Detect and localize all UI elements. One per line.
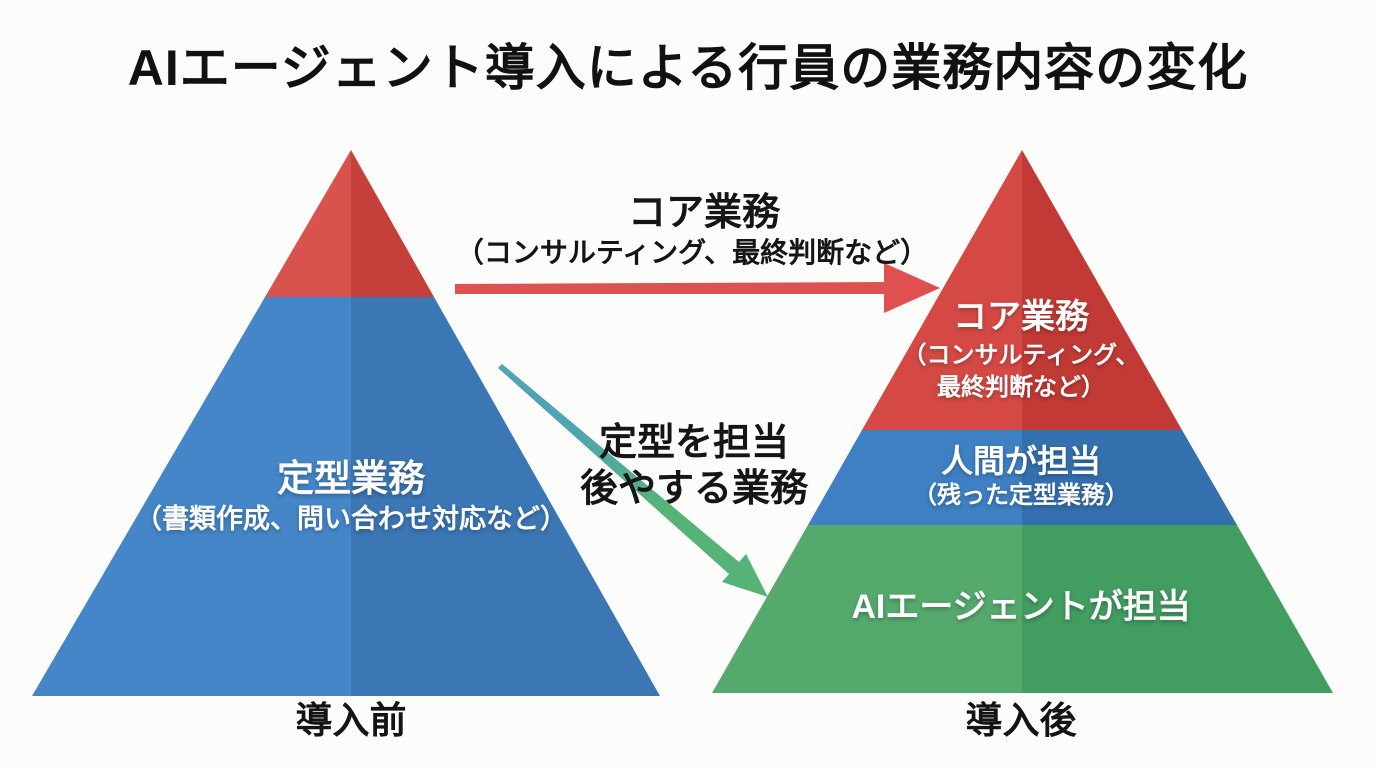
before-routine-sublabel: （書類作成、問い合わせ対応など） <box>135 504 567 534</box>
after-human-label: 人間が担当 <box>940 443 1102 479</box>
core-arrow-label: コア業務 <box>627 192 781 234</box>
core-transfer-arrow <box>455 263 940 313</box>
before-pyramid-red-left <box>265 150 351 297</box>
after-pyramid-red-right <box>1022 150 1182 430</box>
after-caption: 導入後 <box>965 700 1077 741</box>
after-core-label: コア業務 <box>953 298 1089 336</box>
before-pyramid-red-right <box>351 150 434 297</box>
before-routine-label: 定型業務 <box>277 458 425 499</box>
before-pyramid-blue-left <box>32 297 351 696</box>
routine-arrow-label-line2: 後やする業務 <box>579 468 809 511</box>
after-pyramid-green-right <box>1022 525 1333 693</box>
diagram-title: AIエージェント導入による行員の業務内容の変化 <box>127 40 1249 96</box>
routine-arrow-label: 定型を担当 後やする業務 <box>580 420 808 513</box>
core-arrow-sublabel: （コンサルティング、最終判断など） <box>455 237 929 268</box>
after-human-sublabel: （残った定型業務） <box>913 482 1129 509</box>
routine-arrow-label-line1: 定型を担当 <box>598 422 790 464</box>
after-pyramid-red-left <box>862 150 1022 430</box>
after-core-sublabel: （コンサルティング、 最終判断など） <box>903 340 1140 405</box>
before-pyramid-blue-right <box>351 297 660 696</box>
after-pyramid-green-left <box>712 525 1022 693</box>
after-core-sublabel-line2: 最終判断など） <box>936 374 1105 402</box>
after-core-sublabel-line1: （コンサルティング、 <box>902 342 1140 369</box>
after-pyramid-blue-left <box>808 430 1022 525</box>
routine-transfer-arrow <box>498 364 768 597</box>
before-caption: 導入前 <box>295 700 407 741</box>
after-pyramid-blue-right <box>1022 430 1237 525</box>
after-ai-label: AIエージェントが担当 <box>851 588 1191 626</box>
